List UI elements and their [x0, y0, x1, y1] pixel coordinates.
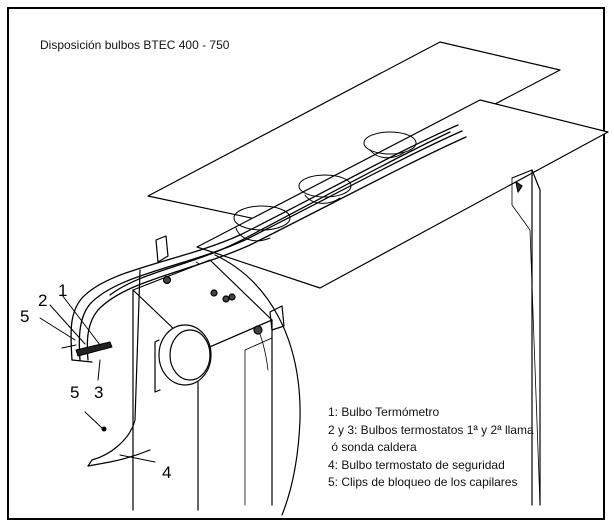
legend: 1: Bulbo Termómetro 2 y 3: Bulbos termos…	[328, 404, 534, 492]
callout-5-bottom: 5	[70, 383, 80, 402]
legend-item: 2 y 3: Bulbos termostatos 1ª y 2ª llama	[328, 422, 534, 437]
legend-item: ó sonda caldera	[328, 440, 417, 454]
burner-housing-curve	[214, 254, 301, 516]
capillary-tubes	[70, 124, 467, 363]
callout-1: 1	[58, 281, 68, 300]
callout-5-top: 5	[20, 307, 30, 326]
legend-item: 4: Bulbo termostato de seguridad	[328, 457, 505, 472]
callout-4: 4	[162, 463, 172, 482]
bulb-sensors	[61, 341, 113, 432]
right-mounting-tab	[269, 305, 285, 331]
callout-2: 2	[38, 291, 48, 310]
lower-heat-exchanger-sheet	[196, 99, 609, 289]
legend-item: 5: Clips de bloqueo de los capilares	[328, 475, 518, 489]
flue-pipe	[154, 324, 212, 393]
right-support-bracket	[511, 169, 541, 506]
legend-item: 1: Bulbo Termómetro	[328, 405, 440, 419]
upper-heat-exchanger-sheet	[147, 41, 561, 223]
safety-thermostat-capillary	[87, 269, 151, 467]
left-mounting-tab	[155, 235, 169, 263]
callout-leaders	[39, 294, 156, 463]
diagram-title: Disposición bulbos BTEC 400 - 750	[40, 38, 230, 52]
callout-3: 3	[94, 383, 104, 402]
control-box	[132, 259, 273, 511]
